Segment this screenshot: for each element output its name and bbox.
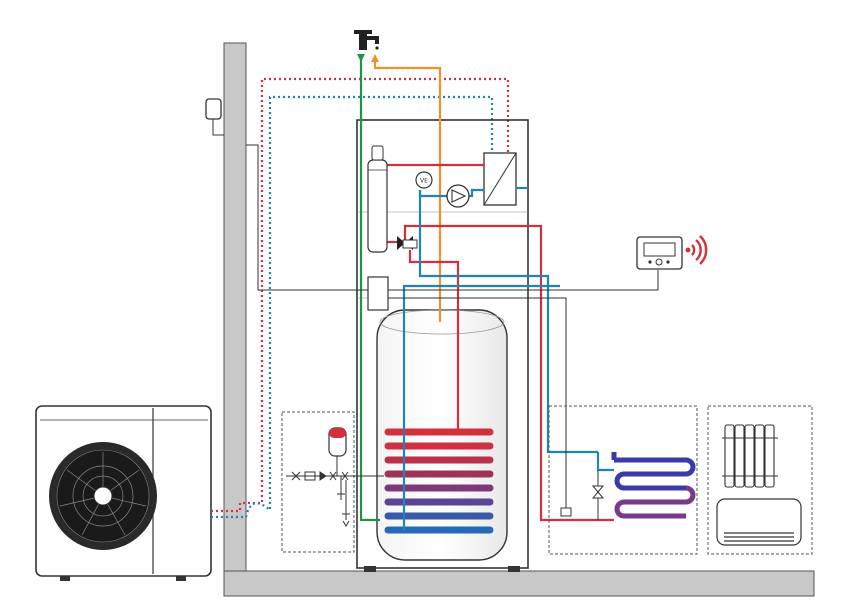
radiator-icon (722, 424, 778, 488)
coil-feed-line (408, 250, 460, 432)
room-controller-icon (636, 236, 683, 270)
internal-return-line (418, 190, 598, 454)
expansion-vessel-icon (328, 427, 347, 476)
heat-pump-return-line (211, 95, 494, 519)
underfloor-box (548, 405, 698, 555)
internal-flow-line-2 (403, 224, 555, 522)
safety-group-box (281, 411, 355, 553)
controller-cable (246, 144, 659, 291)
circulation-pump-icon (446, 184, 470, 208)
control-box-icon (367, 276, 389, 311)
sensor-cable (388, 297, 567, 512)
radiator-box (707, 405, 813, 555)
bypass-valve-icon (560, 485, 605, 517)
cold-water-line (359, 60, 380, 522)
gauge-label: VE (420, 178, 428, 185)
backup-heater-icon (367, 145, 388, 253)
heat-exchanger-icon (483, 152, 517, 206)
wireless-signal-icon (685, 235, 708, 265)
floor (223, 570, 815, 597)
underfloor-heating-icon (611, 452, 696, 519)
exchanger-return (418, 188, 484, 198)
outdoor-temperature-sensor-icon (205, 98, 224, 136)
fan-coil-icon (716, 498, 802, 546)
cold-water-arrow (357, 54, 365, 62)
hot-water-arrow (371, 54, 379, 62)
coil-return-line (402, 284, 560, 530)
house-wall (223, 42, 247, 576)
safety-valve-group (286, 471, 384, 527)
pressure-gauge-icon: VE (415, 171, 433, 189)
outdoor-heat-pump-icon (35, 405, 212, 581)
three-way-valve-icon (397, 236, 418, 250)
water-tap-icon (354, 30, 379, 50)
